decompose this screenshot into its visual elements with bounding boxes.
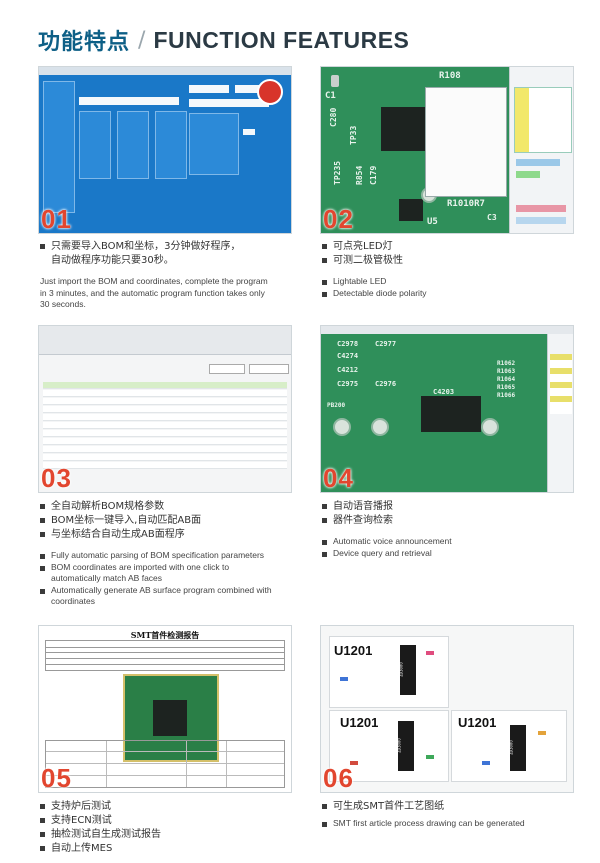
left-panel xyxy=(43,81,75,213)
window-titlebar xyxy=(321,326,573,334)
feature-03-screenshot: 03 xyxy=(38,325,292,493)
page-header: 功能特点 / FUNCTION FEATURES xyxy=(38,24,409,56)
input-box xyxy=(79,97,179,105)
drawing-panel: U1201 ZD3000 xyxy=(451,710,567,782)
feature-01-desc: 只需要导入BOM和坐标，3分钟做好程序， 自动做程序功能只要30秒。 Just … xyxy=(40,240,300,311)
feature-05-desc: 支持炉后测试 支持ECN测试 抽检测试自生成测试报告 自动上传MES xyxy=(40,800,300,856)
window-titlebar xyxy=(39,67,291,75)
bullet: 只需要导入BOM和坐标，3分钟做好程序， xyxy=(40,240,300,254)
popup-window xyxy=(425,87,507,197)
feature-number: 02 xyxy=(323,204,354,234)
feature-02-screenshot: R108 C1 C280 TP33 R854 TP235 C179 R1010R… xyxy=(320,66,574,234)
side-button xyxy=(516,217,566,224)
drawing-panel: U1201 ZD3000 xyxy=(329,636,449,708)
feature-06-screenshot: U1201 ZD3000 U1201 ZD3000 U1201 ZD3000 0… xyxy=(320,625,574,793)
ic-chip xyxy=(421,396,481,432)
feature-05-screenshot: SMT首件检测报告 05 xyxy=(38,625,292,793)
feature-number: 05 xyxy=(41,763,72,793)
app-logo-icon xyxy=(257,79,283,105)
block-b xyxy=(117,111,149,179)
toolbar-button xyxy=(209,364,245,374)
feature-02-desc: 可点亮LED灯 可测二极管极性 Lightable LED Detectable… xyxy=(322,240,582,299)
en-line: in 3 minutes, and the automatic program … xyxy=(40,287,265,298)
feature-04-screenshot: C2978 C2977 C4274 C4212 C2975 C2976 C420… xyxy=(320,325,574,493)
feature-04-desc: 自动语音播报 器件查询检索 Automatic voice announceme… xyxy=(322,500,582,559)
small-field-1 xyxy=(189,85,229,93)
ic-chip xyxy=(399,199,423,221)
silk-label: C3 xyxy=(487,213,497,222)
feature-number: 06 xyxy=(323,763,354,793)
via xyxy=(481,418,499,436)
ic-chip xyxy=(381,107,425,151)
feature-03-desc: 全自动解析BOM规格参数 BOM坐标一键导入,自动匹配AB面 与坐标结合自动生成… xyxy=(40,500,300,608)
pad xyxy=(331,75,339,87)
drawing-panel: U1201 ZD3000 xyxy=(329,710,449,782)
feature-number: 04 xyxy=(323,463,354,493)
toolbar xyxy=(39,326,291,355)
title-slash: / xyxy=(138,27,146,53)
small-button xyxy=(243,129,255,135)
silk-label: C280 xyxy=(329,107,338,127)
silk-label: C1 xyxy=(325,91,336,101)
side-panel xyxy=(509,67,573,233)
side-button xyxy=(516,171,540,178)
report-title: SMT首件检测报告 xyxy=(130,630,200,640)
block-d xyxy=(189,113,239,175)
toolbar-button xyxy=(249,364,289,374)
en-line: 30 seconds. xyxy=(40,299,86,309)
silk-label: R854 xyxy=(355,165,364,185)
table-header xyxy=(43,382,287,389)
en-line: Just import the BOM and coordinates, com… xyxy=(40,276,268,286)
report-table xyxy=(45,740,285,788)
title-en: FUNCTION FEATURES xyxy=(153,26,410,53)
side-button xyxy=(516,159,560,166)
bullet-cont: 自动做程序功能只要30秒。 xyxy=(51,255,174,266)
silk-label: TP235 xyxy=(333,160,342,185)
side-list xyxy=(547,334,573,492)
via xyxy=(371,418,389,436)
silk-label: C179 xyxy=(369,165,378,185)
via xyxy=(333,418,351,436)
silk-label: U5 xyxy=(427,217,438,227)
silk-label: R108 xyxy=(439,71,461,81)
small-field-2 xyxy=(235,85,265,93)
small-field-3 xyxy=(189,99,269,107)
silk-label: R1010R7 xyxy=(447,199,485,209)
feature-01-screenshot: 01 xyxy=(38,66,292,234)
result-table xyxy=(514,87,572,153)
pcb-board xyxy=(123,674,219,762)
block-a xyxy=(79,111,111,179)
block-c xyxy=(155,111,187,179)
side-button xyxy=(516,205,566,212)
feature-number: 01 xyxy=(41,204,72,234)
feature-number: 03 xyxy=(41,463,72,493)
feature-06-desc: 可生成SMT首件工艺图纸 SMT first article process d… xyxy=(322,800,582,830)
silk-label: TP33 xyxy=(349,125,358,145)
title-cn: 功能特点 xyxy=(38,30,131,55)
